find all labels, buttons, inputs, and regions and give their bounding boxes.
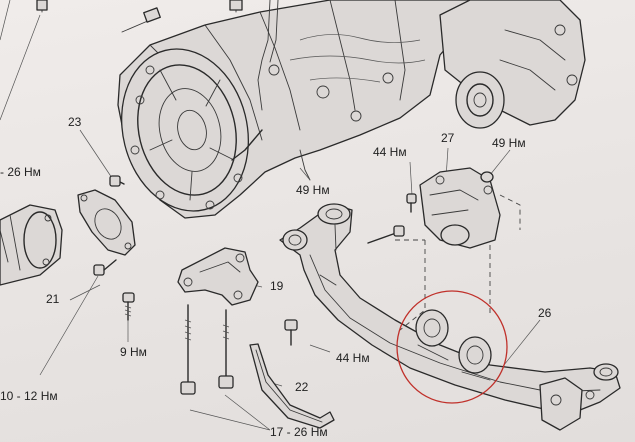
bell-housing [121,48,249,212]
wiring-harness [36,0,311,181]
torque-label-49-upper: 49 Нм [296,183,330,197]
bolt-44-upper [406,193,417,213]
rubber-insulators [415,309,492,381]
callout-21: 21 [46,292,60,306]
torque-label-44-upper: 44 Нм [373,145,407,159]
torque-label-44-lower: 44 Нм [336,351,370,365]
heat-shield [249,343,335,429]
torque-label-17-26-bottom: 17 - 26 Нм [270,425,328,439]
mount-bracket [177,247,259,306]
transmission-mount [395,167,521,331]
transfer-case [439,0,586,129]
bolt-9 [122,292,135,321]
callout-19: 19 [270,279,284,293]
torque-label-49-right: 49 Нм [492,136,526,150]
starter-motor [0,204,63,286]
bolt-44-lower [284,319,298,346]
callout-22: 22 [295,380,309,394]
callout-27: 27 [441,131,455,145]
nut-49-right [480,171,494,183]
bolt-10-12 [93,259,117,276]
crossmember [279,203,621,431]
torque-label-17-26-left: - 26 Нм [0,165,41,179]
torque-label-9: 9 Нм [120,345,147,359]
cover-plate [77,189,136,256]
bolts-17-26 [180,304,234,395]
bolt-23 [109,175,125,187]
bolt-horizontal [367,225,405,244]
callout-23: 23 [68,115,82,129]
highlight-circle [396,290,508,404]
callout-26: 26 [538,306,552,320]
torque-label-10-12: 10 - 12 Нм [0,389,58,403]
